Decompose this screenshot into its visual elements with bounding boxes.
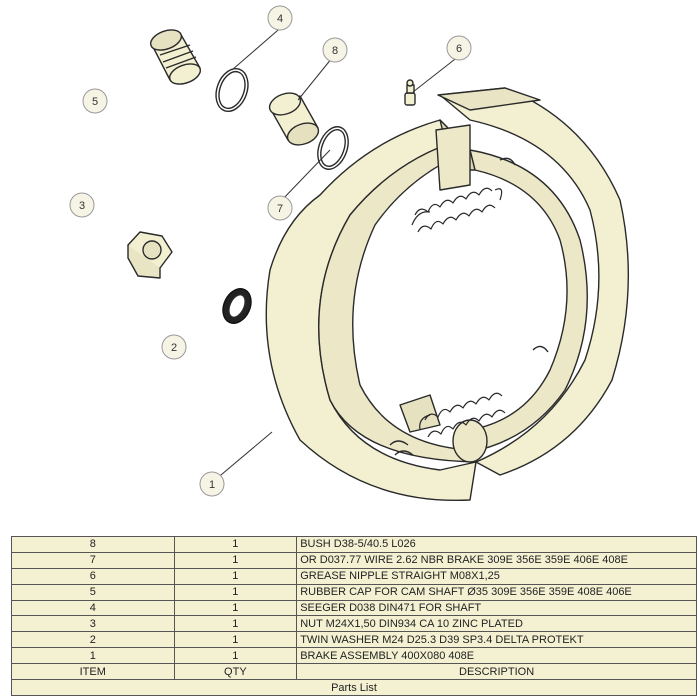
balloon-6 — [446, 35, 472, 61]
rubber-cap-part — [149, 29, 202, 85]
table-row: 3 1 NUT M24X1,50 DIN934 CA 10 ZINC PLATE… — [11, 615, 697, 633]
description-cell: TWIN WASHER M24 D25.3 D39 SP3.4 DELTA PR… — [296, 631, 697, 649]
table-title-row: Parts List — [11, 679, 697, 696]
description-cell: BUSH D38-5/40.5 L026 — [296, 536, 697, 553]
qty-cell: 1 — [173, 536, 298, 553]
brake-assembly — [265, 87, 630, 502]
balloon-label: 2 — [171, 342, 177, 354]
balloon-label: 8 — [332, 45, 338, 57]
parts-list-table: 8 1 BUSH D38-5/40.5 L026 7 1 OR D037.77 … — [11, 536, 697, 696]
item-cell: 1 — [11, 647, 175, 665]
qty-cell: 1 — [173, 615, 298, 633]
description-cell: OR D037.77 WIRE 2.62 NBR BRAKE 309E 356E… — [296, 551, 697, 569]
item-cell: 3 — [11, 615, 175, 633]
balloon-label: 4 — [277, 13, 283, 25]
description-cell: RUBBER CAP FOR CAM SHAFT Ø35 309E 356E 3… — [296, 583, 697, 601]
balloon-2 — [161, 334, 187, 360]
seeger-ring-part — [215, 67, 249, 113]
bush-part — [268, 92, 320, 146]
description-cell: NUT M24X1,50 DIN934 CA 10 ZINC PLATED — [296, 615, 697, 633]
balloon-label: 3 — [79, 200, 85, 212]
qty-cell: 1 — [173, 567, 298, 585]
item-cell: 5 — [11, 583, 175, 601]
balloon-label: 7 — [277, 203, 283, 215]
qty-cell: 1 — [173, 551, 298, 569]
qty-header: QTY — [173, 663, 298, 681]
description-cell: GREASE NIPPLE STRAIGHT M08X1,25 — [296, 567, 697, 585]
balloon-4 — [267, 5, 293, 31]
item-cell: 8 — [11, 536, 175, 553]
balloon-label: 6 — [456, 43, 462, 55]
description-cell: SEEGER D038 DIN471 FOR SHAFT — [296, 599, 697, 617]
grease-nipple-part — [404, 79, 416, 106]
balloon-3 — [69, 192, 95, 218]
balloon-8 — [322, 37, 348, 63]
description-cell: BRAKE ASSEMBLY 400X080 408E — [296, 647, 697, 665]
table-row: 7 1 OR D037.77 WIRE 2.62 NBR BRAKE 309E … — [11, 551, 697, 569]
o-ring-part — [317, 126, 349, 170]
balloon-label: 1 — [209, 479, 215, 491]
balloon-5 — [82, 88, 108, 114]
item-cell: 7 — [11, 551, 175, 569]
table-row: 4 1 SEEGER D038 DIN471 FOR SHAFT — [11, 599, 697, 617]
balloon-label: 5 — [92, 96, 98, 108]
item-cell: 2 — [11, 631, 175, 649]
item-cell: 4 — [11, 599, 175, 617]
balloon-1 — [199, 471, 225, 497]
parts-list-title: Parts List — [11, 679, 697, 696]
qty-cell: 1 — [173, 583, 298, 601]
exploded-view-drawing: 1 2 3 4 5 6 7 8 — [69, 5, 630, 502]
table-row: 5 1 RUBBER CAP FOR CAM SHAFT Ø35 309E 35… — [11, 583, 697, 601]
qty-cell: 1 — [173, 631, 298, 649]
qty-cell: 1 — [173, 647, 298, 665]
table-row: 1 1 BRAKE ASSEMBLY 400X080 408E — [11, 647, 697, 665]
nut-part — [127, 231, 173, 279]
item-header: ITEM — [11, 663, 175, 681]
twin-washer-part — [222, 288, 252, 324]
table-row: 2 1 TWIN WASHER M24 D25.3 D39 SP3.4 DELT… — [11, 631, 697, 649]
table-header-row: ITEM QTY DESCRIPTION — [11, 663, 697, 681]
description-header: DESCRIPTION — [296, 663, 697, 681]
qty-cell: 1 — [173, 599, 298, 617]
table-row: 6 1 GREASE NIPPLE STRAIGHT M08X1,25 — [11, 567, 697, 585]
table-row: 8 1 BUSH D38-5/40.5 L026 — [11, 536, 697, 553]
balloon-7 — [267, 195, 293, 221]
item-cell: 6 — [11, 567, 175, 585]
